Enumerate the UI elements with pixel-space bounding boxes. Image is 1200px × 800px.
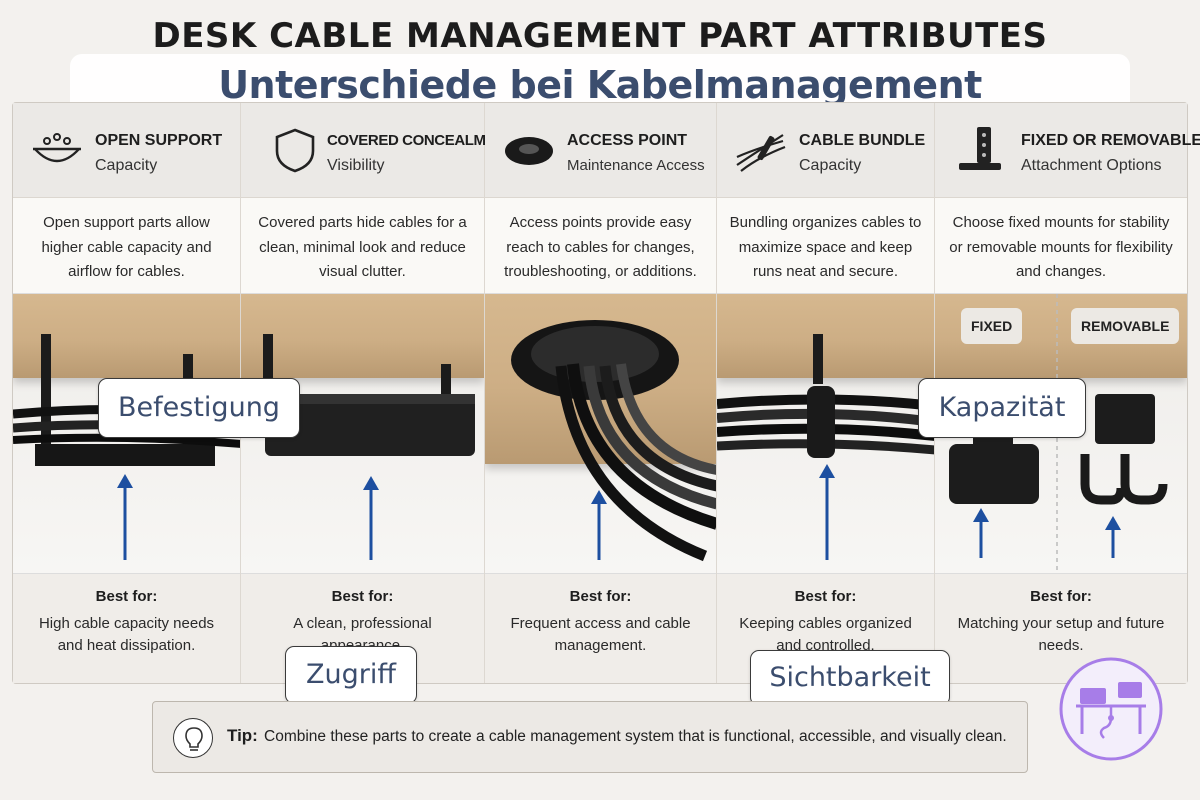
column-subtitle: Capacity bbox=[799, 157, 862, 174]
column-title: OPEN SUPPORT bbox=[95, 132, 223, 149]
comparison-table: OPEN SUPPORT Capacity Open support parts… bbox=[12, 102, 1200, 684]
column-covered-concealment: COVERED CONCEALMENT Visibility Covered p… bbox=[241, 103, 515, 683]
best-for-text: High cable capacity needs and heat dissi… bbox=[38, 615, 215, 654]
column-description: Choose fixed mounts for stability or rem… bbox=[949, 214, 1173, 280]
cable-bundle-photo bbox=[717, 293, 934, 574]
column-subtitle: Maintenance Access bbox=[567, 157, 705, 174]
column-description: Access points provide easy reach to cabl… bbox=[504, 214, 697, 280]
basin-icon bbox=[33, 133, 81, 163]
column-subtitle: Visibility bbox=[327, 157, 385, 174]
column-open-support: OPEN SUPPORT Capacity Open support parts… bbox=[13, 103, 241, 683]
column-title: COVERED CONCEALMENT bbox=[327, 132, 515, 149]
column-header: OPEN SUPPORT Capacity bbox=[13, 103, 240, 198]
tag-sichtbarkeit: Sichtbarkeit bbox=[750, 650, 950, 706]
best-for-text: Matching your setup and future needs. bbox=[957, 615, 1165, 654]
best-for-label: Best for: bbox=[331, 588, 394, 605]
tag-befestigung: Befestigung bbox=[98, 378, 300, 438]
best-for-text: Keeping cables organized and controlled. bbox=[739, 615, 912, 654]
column-header: FIXED OR REMOVABLE Attachment Options bbox=[935, 103, 1200, 198]
column-description: Bundling organizes cables to maximize sp… bbox=[729, 214, 922, 280]
column-fixed-or-removable: FIXED OR REMOVABLE Attachment Options Ch… bbox=[935, 103, 1200, 683]
grommet-icon bbox=[505, 137, 553, 165]
desk-network-logo-icon bbox=[1059, 657, 1163, 761]
best-for-panel: Best for: Matching your setup and future… bbox=[935, 574, 1187, 683]
best-for-panel: Best for: Frequent access and cable mana… bbox=[485, 574, 716, 683]
removable-chip: REMOVABLE bbox=[1071, 308, 1180, 344]
column-subtitle: Attachment Options bbox=[1021, 157, 1162, 174]
best-for-label: Best for: bbox=[794, 588, 857, 605]
tip-banner: Tip: Combine these parts to create a cab… bbox=[152, 701, 1028, 773]
tip-label: Tip: bbox=[227, 726, 258, 745]
column-title: CABLE BUNDLE bbox=[799, 132, 926, 149]
column-description: Open support parts allow higher cable ca… bbox=[41, 214, 212, 280]
column-header: COVERED CONCEALMENT Visibility bbox=[241, 103, 515, 198]
best-for-text: Frequent access and cable management. bbox=[510, 615, 691, 654]
shield-icon bbox=[275, 128, 315, 173]
mount-bracket-icon bbox=[959, 127, 1001, 170]
best-for-panel: Best for: High cable capacity needs and … bbox=[13, 574, 240, 683]
column-title: FIXED OR REMOVABLE bbox=[1021, 132, 1200, 149]
lightbulb-icon bbox=[173, 718, 213, 758]
best-for-label: Best for: bbox=[569, 588, 632, 605]
page-title: DESK CABLE MANAGEMENT PART ATTRIBUTES bbox=[152, 16, 1048, 56]
column-header: CABLE BUNDLE Capacity bbox=[717, 103, 934, 198]
best-for-label: Best for: bbox=[1030, 588, 1092, 605]
column-subtitle: Capacity bbox=[95, 157, 158, 174]
grommet-photo bbox=[485, 293, 716, 574]
tip-text: Combine these parts to create a cable ma… bbox=[264, 728, 1007, 745]
tag-kapazitat: Kapazität bbox=[918, 378, 1086, 438]
column-description: Covered parts hide cables for a clean, m… bbox=[258, 214, 467, 280]
best-for-label: Best for: bbox=[95, 588, 158, 605]
cable-bundle-icon bbox=[736, 134, 786, 172]
column-title: ACCESS POINT bbox=[567, 132, 688, 149]
column-header: ACCESS POINT Maintenance Access bbox=[485, 103, 716, 198]
column-cable-bundle: CABLE BUNDLE Capacity Bundling organizes… bbox=[717, 103, 935, 683]
fixed-chip: FIXED bbox=[961, 308, 1023, 344]
column-access-point: ACCESS POINT Maintenance Access Access p… bbox=[485, 103, 717, 683]
tag-zugriff: Zugriff bbox=[285, 646, 417, 704]
